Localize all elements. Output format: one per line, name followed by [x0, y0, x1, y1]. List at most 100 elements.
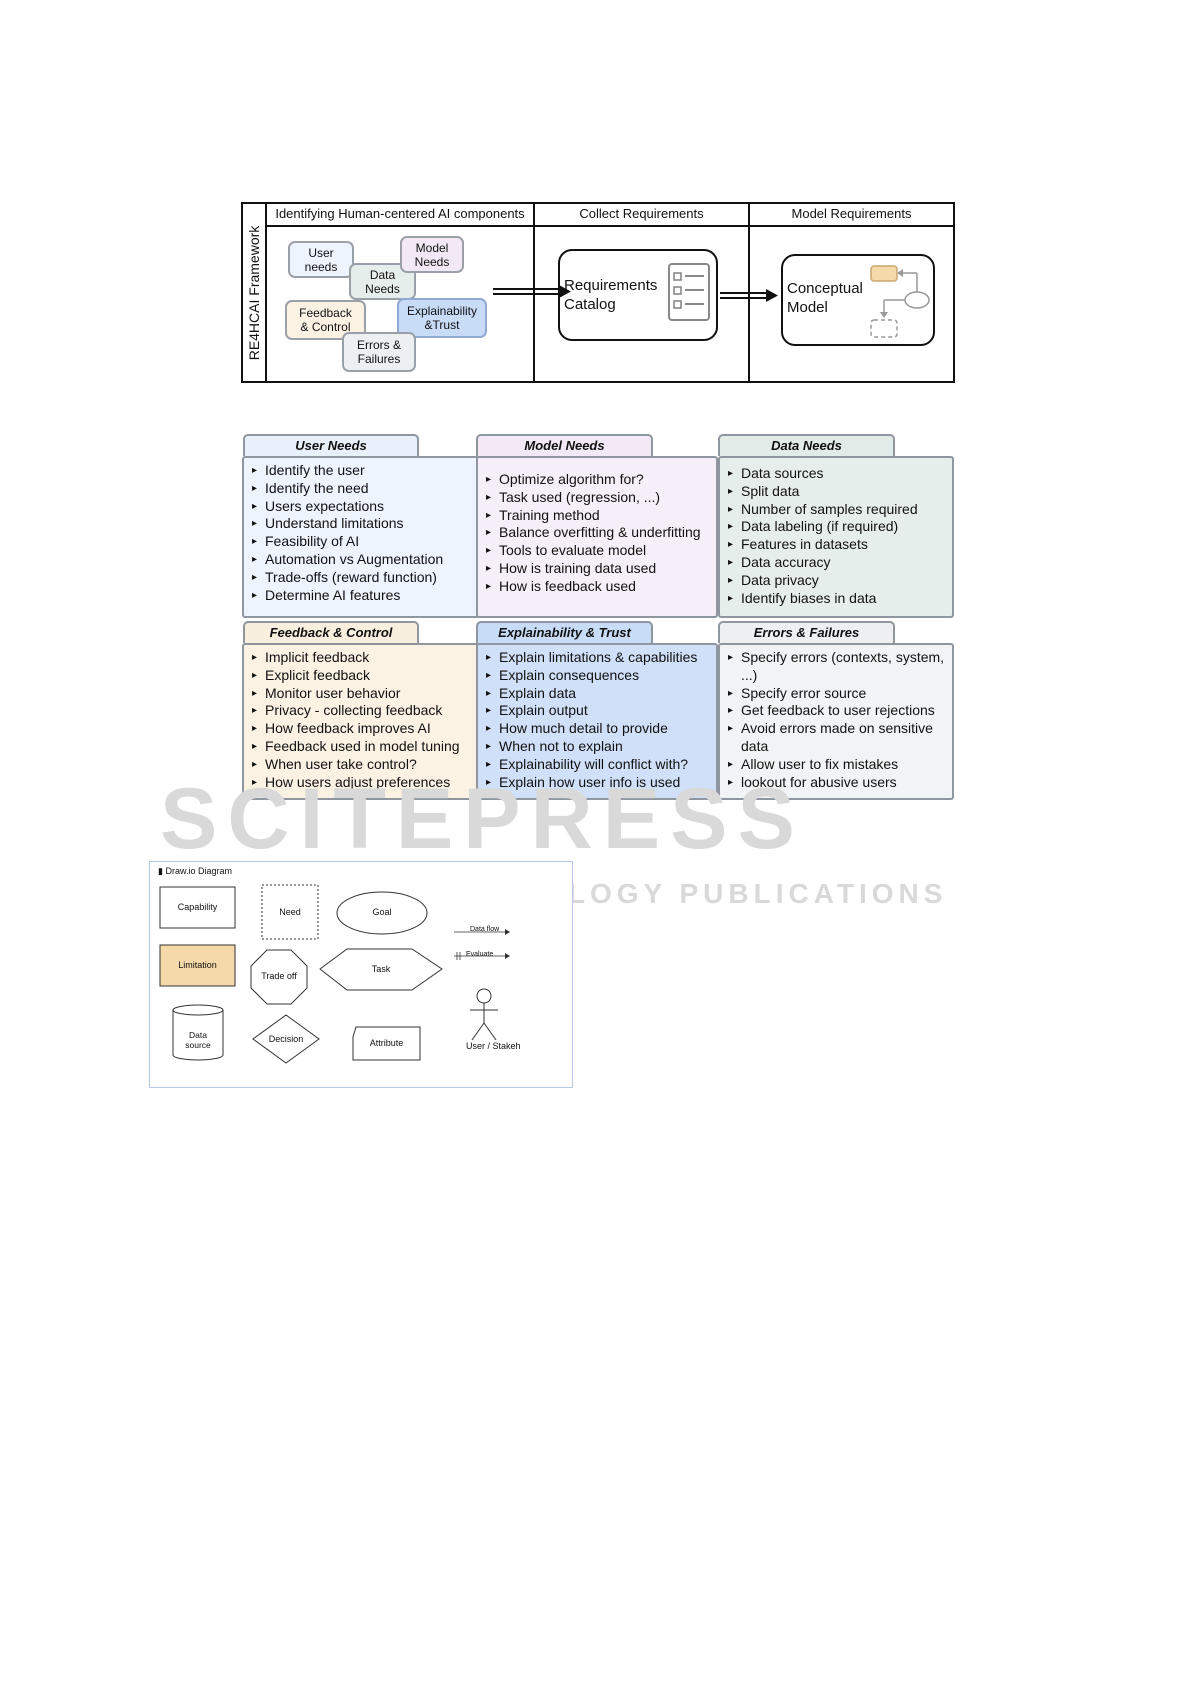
conceptual-model-label: Conceptual Model [787, 280, 863, 316]
task-shape[interactable] [319, 948, 443, 991]
file-icon: ▮ [158, 866, 163, 876]
card-list-user-needs: Identify the userIdentify the needUsers … [252, 462, 478, 604]
card-item: How much detail to provide [486, 720, 716, 738]
requirements-catalog-box: Requirements Catalog [558, 249, 718, 341]
card-tab-model-needs: Model Needs [476, 434, 653, 456]
header-identifying: Identifying Human-centered AI components [265, 202, 535, 227]
card-title-explainability-trust: Explainability & Trust [498, 625, 631, 640]
card-item: Number of samples required [728, 501, 952, 519]
component-errors-failures-label: Errors & Failures [356, 338, 401, 366]
attribute-shape[interactable] [352, 1026, 421, 1061]
card-tab-data-needs: Data Needs [718, 434, 895, 456]
card-item: Implicit feedback [252, 649, 478, 667]
card-data-needs: Data sourcesSplit dataNumber of samples … [718, 456, 954, 618]
card-item: Balance overfitting & underfitting [486, 524, 716, 542]
card-model-needs: Optimize algorithm for?Task used (regres… [476, 456, 718, 618]
card-user-needs: Identify the userIdentify the needUsers … [242, 456, 480, 618]
card-list-feedback-control: Implicit feedbackExplicit feedbackMonito… [252, 649, 478, 791]
card-item: Trade-offs (reward function) [252, 569, 478, 587]
card-item: lookout for abusive users [728, 774, 952, 792]
card-list-model-needs: Optimize algorithm for?Task used (regres… [486, 471, 716, 596]
decision-shape[interactable] [252, 1014, 320, 1064]
card-item: Automation vs Augmentation [252, 551, 478, 569]
drawio-shapes-svg [159, 884, 510, 1064]
user-stakeholder-label: User / Stakeh [466, 1041, 521, 1051]
decision-label: Decision [268, 1034, 304, 1044]
card-title-errors-failures: Errors & Failures [753, 625, 860, 640]
card-tab-errors-failures: Errors & Failures [718, 621, 895, 643]
card-tab-user-needs: User Needs [243, 434, 419, 456]
data-flow-label: Data flow [470, 926, 500, 933]
limitation-label: Limitation [178, 960, 217, 970]
need-label: Need [279, 907, 301, 917]
card-item: Optimize algorithm for? [486, 471, 716, 489]
card-item: Users expectations [252, 498, 478, 516]
header-model: Model Requirements [748, 202, 955, 227]
model-sketch-icon [870, 265, 930, 338]
card-item: When user take control? [252, 756, 478, 774]
user-stakeholder-leg-right [483, 1022, 497, 1041]
capability-label: Capability [177, 902, 218, 912]
card-item: Get feedback to user rejections [728, 702, 952, 720]
card-item: Explain output [486, 702, 716, 720]
card-item: Privacy - collecting feedback [252, 702, 478, 720]
cell-model [748, 225, 955, 383]
card-tab-explainability-trust: Explainability & Trust [476, 621, 653, 643]
need-shape[interactable] [261, 884, 319, 940]
card-tab-feedback-control: Feedback & Control [243, 621, 419, 643]
watermark-main: SCITEPRESS [160, 771, 805, 867]
data-source-shape[interactable] [172, 1010, 224, 1061]
capability-shape[interactable] [159, 886, 236, 929]
card-item: Explain how user info is used [486, 774, 716, 792]
card-item: Feedback used in model tuning [252, 738, 478, 756]
framework-side-label-text: RE4HCAI Framework [246, 225, 262, 360]
card-title-data-needs: Data Needs [771, 438, 842, 453]
component-errors-failures: Errors & Failures [342, 332, 416, 372]
limitation-shape[interactable] [159, 944, 236, 987]
card-item: Identify the user [252, 462, 478, 480]
drawio-title: ▮ Draw.io Diagram [158, 866, 232, 877]
card-item: Data privacy [728, 572, 952, 590]
component-user-needs-label: User needs [304, 245, 338, 274]
card-item: Task used (regression, ...) [486, 489, 716, 507]
component-explainability-trust-label: Explainability &Trust [406, 304, 478, 332]
card-item: Explain consequences [486, 667, 716, 685]
data-source-top [172, 1004, 224, 1016]
arrow-to-catalog [493, 285, 571, 298]
goal-label: Goal [372, 907, 392, 917]
user-stakeholder-leg-left [471, 1022, 485, 1041]
card-title-model-needs: Model Needs [524, 438, 605, 453]
card-item: How is feedback used [486, 578, 716, 596]
goal-shape[interactable] [336, 891, 428, 935]
component-feedback-control: Feedback & Control [285, 300, 366, 340]
header-collect: Collect Requirements [533, 202, 750, 227]
card-item: Identify the need [252, 480, 478, 498]
arrow-to-model [720, 289, 778, 302]
drawio-palette: ▮ Draw.io Diagram [149, 861, 573, 1088]
header-model-text: Model Requirements [791, 206, 912, 221]
trade-off-label: Trade off [261, 971, 297, 981]
card-item: How is training data used [486, 560, 716, 578]
attribute-label: Attribute [369, 1038, 404, 1048]
checklist-icon [668, 263, 710, 321]
card-item: Tools to evaluate model [486, 542, 716, 560]
evaluate-label: Evaluate [466, 951, 494, 958]
card-item: Allow user to fix mistakes [728, 756, 952, 774]
user-stakeholder-head [476, 988, 492, 1004]
card-item: Specify errors (contexts, system, ...) [728, 649, 952, 685]
card-item: Explicit feedback [252, 667, 478, 685]
card-item: Explain data [486, 685, 716, 703]
trade-off-shape[interactable] [250, 949, 308, 1005]
card-list-data-needs: Data sourcesSplit dataNumber of samples … [728, 465, 952, 607]
data-source-label: Data source [185, 1030, 211, 1050]
card-item: How users adjust preferences [252, 774, 478, 792]
card-item: Training method [486, 507, 716, 525]
card-item: Understand limitations [252, 515, 478, 533]
card-explainability-trust: Explain limitations & capabilitiesExplai… [476, 643, 718, 800]
component-user-needs: User needs [288, 241, 354, 278]
card-item: Explainability will conflict with? [486, 756, 716, 774]
card-item: Monitor user behavior [252, 685, 478, 703]
component-data-needs-label: Data Needs [365, 267, 400, 296]
conceptual-model-box: Conceptual Model [781, 254, 935, 346]
card-item: Data sources [728, 465, 952, 483]
